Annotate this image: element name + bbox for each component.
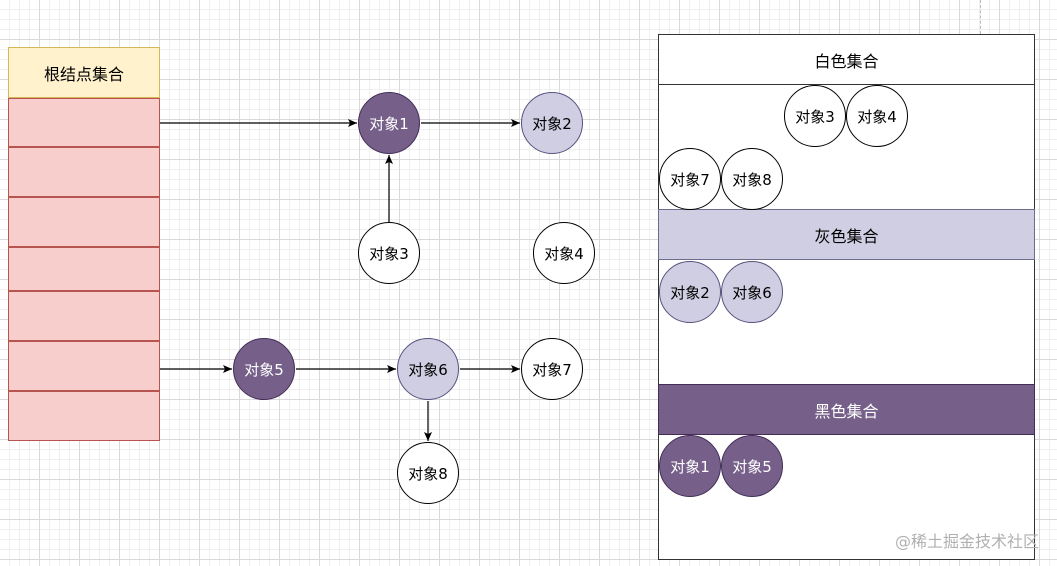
node-obj1: 对象1 [358, 92, 420, 154]
gray-set-member: 对象2 [659, 261, 721, 323]
black-set-header: 黑色集合 [658, 384, 1035, 435]
black-set-member: 对象5 [721, 435, 783, 497]
dashed-guide [980, 0, 981, 34]
node-obj2: 对象2 [521, 92, 583, 154]
root-set-row [8, 291, 160, 341]
node-obj7: 对象7 [521, 338, 583, 400]
root-set-row [8, 247, 160, 291]
white-set-member: 对象7 [659, 148, 721, 210]
watermark: @稀土掘金技术社区 [894, 532, 1039, 551]
node-obj8: 对象8 [397, 442, 459, 504]
node-obj6: 对象6 [397, 338, 459, 400]
white-set-member: 对象4 [846, 85, 908, 147]
black-set-member: 对象1 [659, 435, 721, 497]
white-set-member: 对象8 [721, 148, 783, 210]
root-set-row [8, 147, 160, 197]
root-set-header: 根结点集合 [8, 47, 160, 98]
node-obj4: 对象4 [533, 222, 595, 284]
gray-set-member: 对象6 [721, 261, 783, 323]
white-set-member: 对象3 [784, 85, 846, 147]
root-set-row [8, 197, 160, 247]
root-set-row [8, 341, 160, 391]
white-set-header: 白色集合 [658, 34, 1035, 85]
root-set-row [8, 391, 160, 441]
node-obj5: 对象5 [233, 338, 295, 400]
gray-set-header: 灰色集合 [658, 209, 1035, 260]
root-set-row [8, 98, 160, 147]
node-obj3: 对象3 [358, 222, 420, 284]
